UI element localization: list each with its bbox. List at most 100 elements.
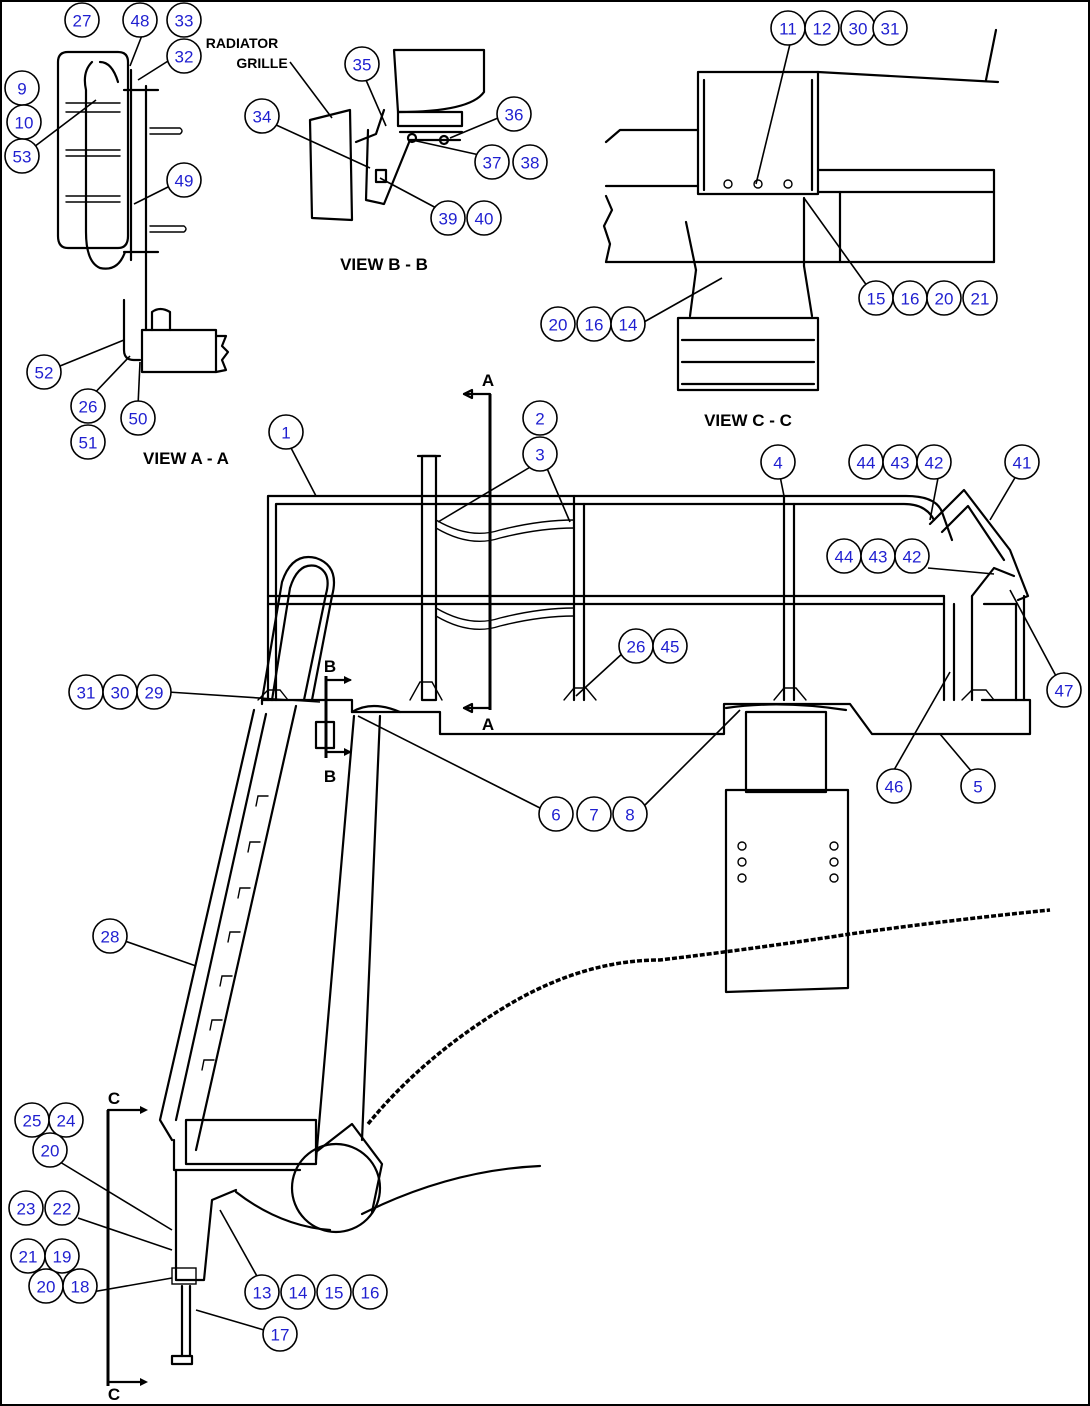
section-a-top-mark: A — [482, 371, 494, 390]
leader-lines — [29, 19, 1057, 1331]
callout-number: 17 — [271, 1326, 290, 1345]
callout-35: 35 — [344, 46, 380, 82]
callout-number: 14 — [289, 1284, 308, 1303]
callout-circle — [538, 796, 574, 832]
callout-circle — [1046, 672, 1082, 708]
callout-circle — [262, 1316, 298, 1352]
callout-number: 24 — [57, 1112, 76, 1131]
callout-number: 21 — [19, 1248, 38, 1267]
callout-number: 20 — [37, 1278, 56, 1297]
callout-number: 25 — [23, 1112, 42, 1131]
callout-20: 20 — [926, 280, 962, 316]
callout-10: 10 — [6, 104, 42, 140]
callout-circle — [166, 2, 202, 38]
callout-number: 16 — [585, 316, 604, 335]
callout-circle — [876, 768, 912, 804]
callout-7: 7 — [576, 796, 612, 832]
callout-number: 35 — [353, 56, 372, 75]
callout-36: 36 — [496, 96, 532, 132]
callout-25: 25 — [14, 1102, 50, 1138]
callout-number: 18 — [71, 1278, 90, 1297]
callout-number: 52 — [35, 364, 54, 383]
section-c-bottom-mark: C — [108, 1385, 120, 1404]
callout-32: 32 — [166, 38, 202, 74]
callout-24: 24 — [48, 1102, 84, 1138]
callout-number: 43 — [891, 454, 910, 473]
callout-number: 33 — [175, 12, 194, 31]
callout-31: 31 — [872, 10, 908, 46]
callout-circle — [894, 538, 930, 574]
callout-circle — [32, 1132, 68, 1168]
callout-circle — [496, 96, 532, 132]
callout-number: 43 — [869, 548, 888, 567]
callout-number: 1 — [281, 424, 290, 443]
callout-circle — [576, 796, 612, 832]
callout-number: 32 — [175, 48, 194, 67]
callout-number: 27 — [73, 12, 92, 31]
callout-number: 19 — [53, 1248, 72, 1267]
callout-number: 37 — [483, 154, 502, 173]
callout-circle — [962, 280, 998, 316]
callout-circle — [352, 1274, 388, 1310]
callout-number: 4 — [773, 454, 782, 473]
callout-number: 23 — [17, 1200, 36, 1219]
callout-34: 34 — [244, 98, 280, 134]
callout-circle — [612, 796, 648, 832]
callout-number: 26 — [627, 638, 646, 657]
callout-20: 20 — [28, 1268, 64, 1304]
callout-49: 49 — [166, 162, 202, 198]
callout-45: 45 — [652, 628, 688, 664]
callout-4: 4 — [760, 444, 796, 480]
callout-number: 26 — [79, 398, 98, 417]
callout-28: 28 — [92, 918, 128, 954]
callout-30: 30 — [840, 10, 876, 46]
callout-number: 30 — [849, 20, 868, 39]
callout-9: 9 — [4, 70, 40, 106]
callout-53: 53 — [4, 138, 40, 174]
callout-15: 15 — [858, 280, 894, 316]
callout-circle — [916, 444, 952, 480]
callout-circle — [70, 388, 106, 424]
callout-circle — [1004, 444, 1040, 480]
callout-number: 5 — [973, 778, 982, 797]
callout-circle — [70, 424, 106, 460]
callout-circle — [244, 1274, 280, 1310]
callout-number: 46 — [885, 778, 904, 797]
callout-number: 7 — [589, 806, 598, 825]
callout-20: 20 — [32, 1132, 68, 1168]
section-c-top-mark: C — [108, 1089, 120, 1108]
callout-44: 44 — [826, 538, 862, 574]
callout-29: 29 — [136, 674, 172, 710]
callout-51: 51 — [70, 424, 106, 460]
callout-circle — [166, 162, 202, 198]
text-labels: RADIATOR GRILLE VIEW A - A VIEW B - B VI… — [108, 35, 792, 1404]
callout-11: 11 — [770, 10, 806, 46]
callout-42: 42 — [916, 444, 952, 480]
callout-number: 48 — [131, 12, 150, 31]
callout-number: 41 — [1013, 454, 1032, 473]
callout-number: 30 — [111, 684, 130, 703]
callout-circle — [610, 306, 646, 342]
callout-number: 44 — [857, 454, 876, 473]
callout-circle — [960, 768, 996, 804]
callout-circle — [26, 354, 62, 390]
callout-38: 38 — [512, 144, 548, 180]
callout-23: 23 — [8, 1190, 44, 1226]
callout-circle — [804, 10, 840, 46]
callout-number: 51 — [79, 434, 98, 453]
callout-number: 34 — [253, 108, 272, 127]
callout-22: 22 — [44, 1190, 80, 1226]
callout-17: 17 — [262, 1316, 298, 1352]
callout-circle — [512, 144, 548, 180]
callout-6: 6 — [538, 796, 574, 832]
callout-circle — [466, 200, 502, 236]
callout-number: 6 — [551, 806, 560, 825]
callout-circle — [8, 1190, 44, 1226]
callout-26: 26 — [618, 628, 654, 664]
callout-44: 44 — [848, 444, 884, 480]
callout-number: 45 — [661, 638, 680, 657]
callout-26: 26 — [70, 388, 106, 424]
callout-21: 21 — [10, 1238, 46, 1274]
